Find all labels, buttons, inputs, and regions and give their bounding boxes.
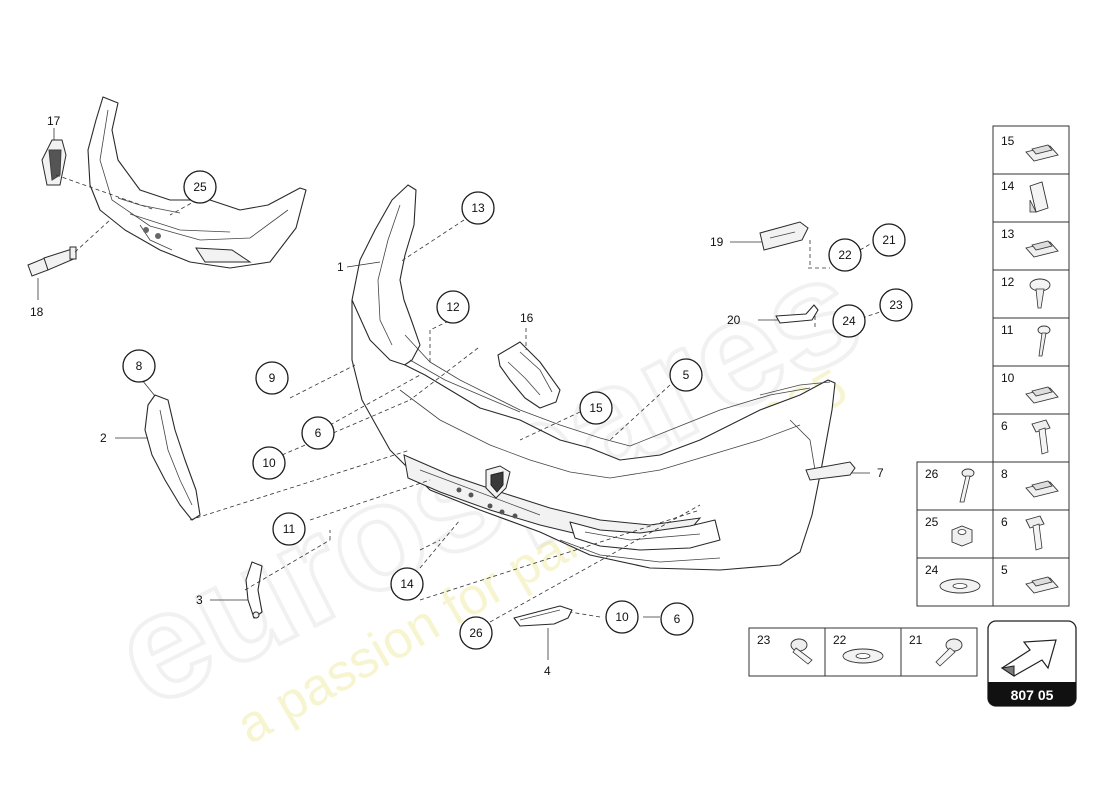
- callout-15[interactable]: 15: [579, 391, 613, 425]
- callout-26-label: 26: [469, 626, 483, 640]
- callout-13-label: 13: [471, 201, 485, 215]
- callout-10-label: 10: [262, 456, 276, 470]
- label-20: 20: [727, 313, 741, 327]
- leader-lines: [37, 128, 881, 660]
- callout-24-label: 24: [842, 314, 856, 328]
- callout-8-label: 8: [136, 359, 143, 373]
- callout-6[interactable]: 6: [301, 416, 335, 450]
- callout-9-label: 9: [269, 371, 276, 385]
- table-bottom-label-23: 23: [757, 633, 771, 647]
- table-right-label-11: 11: [1001, 323, 1014, 337]
- table-grid-label-25: 25: [925, 515, 939, 529]
- part-19-bracket: [759, 221, 809, 251]
- callout-26[interactable]: 26: [459, 616, 493, 650]
- table-grid-label-26: 26: [925, 467, 939, 481]
- rubber-pad-icon: [1029, 181, 1049, 213]
- callout-9[interactable]: 9: [255, 361, 289, 395]
- bumper-overview: [87, 96, 307, 269]
- callout-22-label: 22: [838, 248, 852, 262]
- washer-icon: [842, 648, 884, 664]
- label-2: 2: [100, 431, 107, 445]
- label-18: 18: [30, 305, 44, 319]
- label-1: 1: [337, 260, 344, 274]
- part-16-bracket: [497, 341, 561, 409]
- flange-bolt-icon: [1031, 419, 1051, 455]
- table-right-label-10: 10: [1001, 371, 1015, 385]
- clip-nut-icon: [1025, 480, 1059, 498]
- callout-6-label: 6: [315, 426, 322, 440]
- clip-nut-icon: [1025, 240, 1059, 258]
- table-right-label-6: 6: [1001, 419, 1008, 433]
- callout-12[interactable]: 12: [436, 290, 470, 324]
- callout-21[interactable]: 21: [872, 223, 906, 257]
- callout-11[interactable]: 11: [272, 512, 306, 546]
- callout-14[interactable]: 14: [390, 567, 424, 601]
- table-bottom-label-22: 22: [833, 633, 847, 647]
- label-7: 7: [877, 466, 884, 480]
- bolt-icon: [959, 468, 975, 503]
- callout-23-label: 23: [889, 298, 903, 312]
- table-grid-label-24: 24: [925, 563, 939, 577]
- callout-24[interactable]: 24: [832, 304, 866, 338]
- table-bottom-label-21: 21: [909, 633, 923, 647]
- callout-23[interactable]: 23: [879, 288, 913, 322]
- callout-15-label: 15: [589, 401, 603, 415]
- part-3-bracket: [245, 561, 263, 619]
- callout-5-label: 5: [683, 368, 690, 382]
- flange-bolt-icon: [935, 638, 963, 667]
- table-grid-label-8: 8: [1001, 467, 1008, 481]
- callout-22[interactable]: 22: [828, 238, 862, 272]
- hardware-table-right: 15 14 13 12 11: [992, 125, 1070, 463]
- part-2-panel: [144, 394, 201, 521]
- part-18-clip: [27, 246, 77, 277]
- callout-14-label: 14: [400, 577, 414, 591]
- table-right-label-12: 12: [1001, 275, 1015, 289]
- flange-bolt-icon: [790, 638, 813, 665]
- washer-icon: [939, 578, 981, 594]
- callout-21-label: 21: [882, 233, 896, 247]
- clip-nut-icon: [1025, 386, 1059, 404]
- callout-13[interactable]: 13: [461, 191, 495, 225]
- callout-10[interactable]: 10: [252, 446, 286, 480]
- diagram-reference-box: 807 05: [987, 620, 1077, 707]
- part-7-reflector: [805, 461, 856, 481]
- table-right-label-15: 15: [1001, 134, 1015, 148]
- screw-icon: [1025, 515, 1045, 551]
- callout-5[interactable]: 5: [669, 358, 703, 392]
- callout-11-label: 11: [283, 522, 296, 536]
- part-20-bracket: [775, 304, 819, 324]
- callout-8[interactable]: 8: [122, 349, 156, 383]
- clip-nut-icon: [1025, 144, 1059, 162]
- table-grid-label-6: 6: [1001, 515, 1008, 529]
- label-4: 4: [544, 664, 551, 678]
- plastic-rivet-icon: [1029, 278, 1051, 309]
- callout-25-label: 25: [193, 180, 207, 194]
- label-17: 17: [47, 114, 61, 128]
- callout-10-lower[interactable]: 10: [605, 600, 639, 634]
- table-right-label-13: 13: [1001, 227, 1015, 241]
- callout-12-label: 12: [446, 300, 460, 314]
- label-3: 3: [196, 593, 203, 607]
- label-16: 16: [520, 311, 534, 325]
- hex-nut-icon: [951, 525, 973, 547]
- hardware-table-bottom: 23 22 21: [748, 627, 978, 677]
- diagram-number: 807 05: [1011, 687, 1054, 703]
- table-grid-label-5: 5: [1001, 563, 1008, 577]
- clip-nut-icon: [1025, 576, 1059, 594]
- main-front-bumper: [351, 184, 836, 571]
- table-right-label-14: 14: [1001, 179, 1015, 193]
- callout-25[interactable]: 25: [183, 170, 217, 204]
- callout-10-lower-label: 10: [615, 610, 629, 624]
- label-19: 19: [710, 235, 724, 249]
- part-17-badge: [41, 139, 67, 186]
- part-4-clip: [513, 605, 573, 627]
- callout-6-lower-label: 6: [674, 612, 681, 626]
- screw-icon: [1037, 325, 1051, 357]
- hardware-table-grid: 26 8 25 6 24 5: [916, 461, 1070, 607]
- direction-arrow-icon: [1000, 639, 1057, 677]
- callout-6-lower[interactable]: 6: [660, 602, 694, 636]
